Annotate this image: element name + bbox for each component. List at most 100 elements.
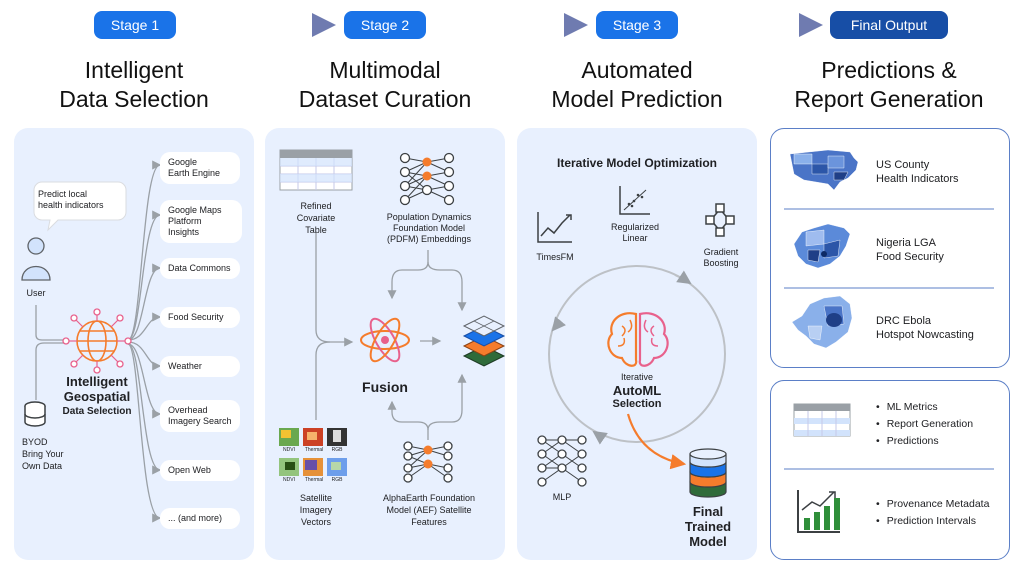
byod-line2: Bring Your (22, 449, 64, 459)
final-trained-model-label: Final Trained Model (676, 504, 740, 549)
stage-2-heading-line2: Dataset Curation (298, 86, 472, 112)
aef-label: AlphaEarth Foundation Model (AEF) Satell… (370, 492, 488, 528)
source-text: Data Commons (168, 263, 231, 273)
output-line: Nigeria LGA (876, 237, 936, 249)
stage-1-heading: Intelligent Data Selection (14, 56, 254, 114)
tile-label: NDVI (283, 447, 295, 453)
satellite-vectors-label: Satellite Imagery Vectors (284, 492, 348, 528)
final-output-badge: Final Output (830, 11, 948, 39)
hub-title: Intelligent Geospatial (52, 374, 142, 404)
source-text: Google Maps (168, 205, 222, 215)
output-line: Food Security (876, 251, 944, 263)
label-line: Final (692, 504, 724, 519)
stage-1-heading-line2: Data Selection (59, 86, 209, 112)
byod-line1: BYOD (22, 437, 48, 447)
satellite-tiles (279, 428, 347, 476)
report-list: ML Metrics Report Generation Predictions (876, 399, 973, 450)
growth-bar-chart-icon (797, 490, 840, 533)
hub-subtitle: Data Selection (62, 406, 132, 417)
metadata-list-item: Prediction Intervals (876, 513, 989, 530)
covariate-table-icon (279, 149, 353, 191)
timesfm-label: TimesFM (536, 252, 574, 262)
automl-label: Iterative AutoML Selection (597, 372, 677, 411)
label-line: Population Dynamics (386, 212, 472, 222)
label-line: Model (689, 534, 727, 549)
stage-2-heading-line1: Multimodal (329, 57, 441, 83)
output-drc-ebola: DRC Ebola Hotspot Nowcasting (876, 314, 974, 342)
optimization-title: Iterative Model Optimization (556, 156, 718, 170)
source-google-maps-platform: Google Maps Platform Insights (160, 200, 242, 243)
report-list-item: ML Metrics (876, 399, 973, 416)
label-line: AlphaEarth Foundation (382, 493, 476, 503)
bubble-line1: Predict local (38, 189, 88, 199)
geospatial-hub-icon (62, 308, 132, 374)
gradient-boosting-label: Gradient Boosting (694, 247, 748, 269)
gradient-boosting-icon (705, 203, 735, 237)
output-us-county: US County Health Indicators (876, 158, 959, 186)
automl-line3: Selection (612, 398, 662, 410)
regularized-linear-label: Regularized Linear (600, 222, 670, 244)
bubble-line2: health indicators (38, 200, 104, 210)
stage-2-heading: Multimodal Dataset Curation (265, 56, 505, 114)
stage-3-heading-line1: Automated (581, 57, 693, 83)
stage-2-badge: Stage 2 (344, 11, 426, 39)
user-query-bubble: Predict local health indicators (38, 189, 120, 211)
source-text: Open Web (168, 465, 211, 475)
label-line: Features (411, 517, 447, 527)
automl-line2: AutoML (612, 383, 662, 398)
stage-1-badge: Stage 1 (94, 11, 176, 39)
aef-network-icon (403, 441, 453, 483)
source-text: Weather (168, 361, 202, 371)
source-google-earth-engine: Google Earth Engine (160, 152, 240, 184)
metrics-table-icon (793, 403, 851, 437)
metadata-list: Provenance Metadata Prediction Intervals (876, 496, 990, 530)
nigeria-lga-map (793, 223, 851, 269)
output-nigeria-lga: Nigeria LGA Food Security (876, 236, 944, 264)
drc-ebola-map (791, 295, 853, 349)
label-line: Covariate (296, 213, 336, 223)
label-line: (PDFM) Embeddings (386, 234, 472, 244)
database-icon (24, 401, 46, 427)
stage-3-heading-line2: Model Prediction (551, 86, 723, 112)
metadata-list-item: Provenance Metadata (876, 496, 990, 513)
layer-stack-icon (462, 315, 506, 367)
source-open-web: Open Web (160, 460, 240, 481)
report-list-item: Report Generation (876, 416, 973, 433)
output-line: Hotspot Nowcasting (876, 329, 974, 341)
source-weather: Weather (160, 356, 240, 377)
stage-3-badge: Stage 3 (596, 11, 678, 39)
us-county-map (789, 149, 859, 191)
speech-bubble (33, 181, 127, 232)
pdfm-network-icon (399, 152, 455, 206)
source-text: ... (and more) (168, 513, 223, 523)
regularized-linear-icon (619, 186, 650, 215)
tile-label: NDVI (283, 477, 295, 483)
byod-line3: Own Data (22, 461, 63, 471)
label-line: Regularized (610, 222, 660, 232)
timesfm-chart-icon (537, 212, 572, 243)
source-overhead-imagery: Overhead Imagery Search (160, 400, 240, 432)
byod-label: BYOD Bring Your Own Data (22, 436, 82, 472)
source-text: Earth Engine (168, 168, 221, 178)
brain-icon (607, 312, 669, 367)
label-line: Table (305, 225, 327, 235)
label-line: Foundation Model (392, 223, 466, 233)
fusion-atom-icon (360, 317, 410, 363)
user-label: User (26, 288, 46, 298)
output-line: Health Indicators (876, 173, 959, 185)
mlp-network-icon (537, 435, 587, 487)
source-and-more: ... (and more) (160, 508, 240, 529)
pdfm-label: Population Dynamics Foundation Model (PD… (370, 212, 488, 245)
final-heading-line2: Report Generation (794, 86, 984, 112)
final-output-heading: Predictions & Report Generation (769, 56, 1009, 114)
source-data-commons: Data Commons (160, 258, 240, 279)
label-line: Trained (684, 519, 732, 534)
tile-label: Thermal (304, 447, 324, 453)
mlp-label: MLP (552, 492, 572, 502)
source-text: Overhead (168, 405, 208, 415)
label-line: Imagery (299, 505, 333, 515)
